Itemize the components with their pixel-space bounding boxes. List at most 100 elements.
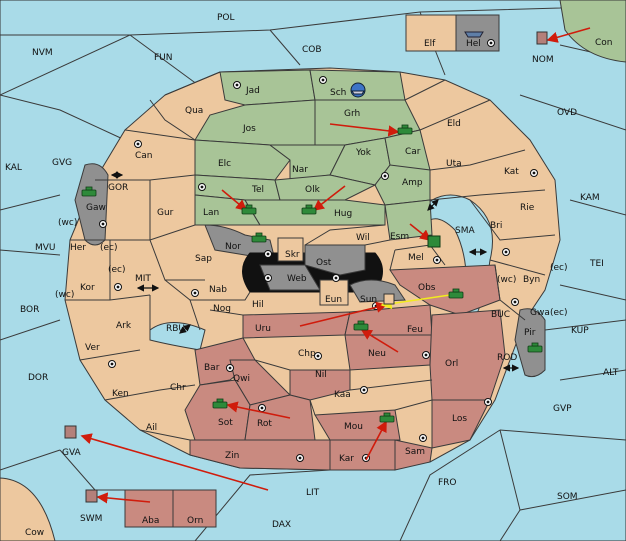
unit-sun-square[interactable] xyxy=(383,293,395,305)
label-kat: Kat xyxy=(504,167,519,177)
unit-fleet-swm[interactable] xyxy=(85,489,98,503)
label-kam: KAM xyxy=(580,193,600,203)
unit-army-mou[interactable] xyxy=(379,412,395,423)
unit-army-car[interactable] xyxy=(397,124,413,135)
label-sch: Sch xyxy=(330,88,346,98)
label-ec-gwa: (ec) xyxy=(550,308,568,318)
label-kaa: Kaa xyxy=(334,390,351,400)
label-con: Con xyxy=(595,38,613,48)
territory-neu[interactable] xyxy=(344,334,433,371)
territory-sam[interactable] xyxy=(394,439,433,471)
label-obs: Obs xyxy=(418,283,436,293)
unit-army-feu[interactable] xyxy=(353,320,369,331)
army-units xyxy=(81,124,543,423)
territory-ost[interactable] xyxy=(304,244,366,276)
unit-army-nor[interactable] xyxy=(251,232,267,243)
unit-army-obs[interactable] xyxy=(448,288,464,299)
label-sot: Sot xyxy=(218,418,233,428)
unit-army-mel-square[interactable] xyxy=(427,235,441,248)
unit-army-lan[interactable] xyxy=(241,204,257,215)
unit-fleet-gva[interactable] xyxy=(64,425,77,439)
label-web: Web xyxy=(287,274,307,284)
label-mvu: MVU xyxy=(35,243,56,253)
label-uru: Uru xyxy=(255,324,271,334)
label-bri: Bri xyxy=(490,221,502,231)
label-pir: Pir xyxy=(524,328,536,338)
label-eld: Eld xyxy=(447,119,461,129)
label-los: Los xyxy=(452,414,467,424)
label-skr: Skr xyxy=(285,250,300,260)
unit-army-pir[interactable] xyxy=(527,342,543,353)
label-nom: NOM xyxy=(532,55,554,65)
territory-pir[interactable] xyxy=(514,308,546,378)
fleet-units xyxy=(64,31,548,503)
label-olk: Olk xyxy=(305,185,321,195)
label-neu: Neu xyxy=(368,349,386,359)
label-uta: Uta xyxy=(446,159,462,169)
label-car: Car xyxy=(405,147,421,157)
label-ken: Ken xyxy=(112,389,129,399)
label-gvp: GVP xyxy=(553,404,572,414)
order-arrows xyxy=(80,27,591,504)
label-wc-gaw: (wc) xyxy=(58,218,77,228)
label-fun: FUN xyxy=(154,53,173,63)
unit-fleet-nom[interactable] xyxy=(536,31,548,45)
label-orn: Orn xyxy=(187,516,203,526)
label-hil: Hil xyxy=(252,300,264,310)
label-gvg: GVG xyxy=(52,158,72,168)
connection-markers xyxy=(110,171,520,372)
territory-elf[interactable] xyxy=(405,14,457,52)
territory-orl[interactable] xyxy=(429,309,506,401)
label-zin: Zin xyxy=(225,451,239,461)
unit-army-hug[interactable] xyxy=(301,204,317,215)
territory-aba[interactable] xyxy=(124,489,174,528)
label-wc-byn: (wc) xyxy=(497,275,516,285)
label-yok: Yok xyxy=(355,148,372,158)
label-hug: Hug xyxy=(334,209,352,219)
label-ost: Ost xyxy=(316,258,332,268)
label-lan: Lan xyxy=(203,208,219,218)
label-jos: Jos xyxy=(242,124,256,134)
label-byn: Byn xyxy=(523,275,540,285)
label-sap: Sap xyxy=(195,254,212,264)
label-nog: Nog xyxy=(213,304,231,314)
label-som: SOM xyxy=(557,492,578,502)
unit-fleet-sch[interactable] xyxy=(350,82,366,98)
label-jad: Jad xyxy=(245,86,260,96)
label-ec-kor: (ec) xyxy=(108,265,126,275)
label-sun: Sun xyxy=(360,295,377,305)
territory-los[interactable] xyxy=(431,399,491,449)
label-mel: Mel xyxy=(408,253,424,263)
unit-army-gaw[interactable] xyxy=(81,186,97,197)
label-pol: POL xyxy=(217,13,235,23)
label-lit: LIT xyxy=(306,488,320,498)
territory-skr[interactable] xyxy=(277,237,304,262)
label-gaw: Gaw xyxy=(86,203,106,213)
label-chp: Chp xyxy=(298,349,316,359)
territory-nil[interactable] xyxy=(289,369,351,401)
label-ec-byn: (ec) xyxy=(550,263,568,273)
label-dax: DAX xyxy=(272,520,291,530)
label-cow: Cow xyxy=(25,528,44,538)
label-alt: ALT xyxy=(603,368,619,378)
supply-centers xyxy=(99,39,538,462)
label-rbu: RBU xyxy=(166,324,185,334)
label-esm: Esm xyxy=(390,232,409,242)
label-qua: Qua xyxy=(185,106,203,116)
label-hel: Hel xyxy=(466,39,481,49)
label-elc: Elc xyxy=(218,159,231,169)
territory-orn[interactable] xyxy=(172,489,217,528)
label-qwi: Qwi xyxy=(233,374,250,384)
label-tel: Tel xyxy=(251,185,264,195)
territory-olk[interactable] xyxy=(274,174,377,201)
territory-zin[interactable] xyxy=(189,439,331,471)
label-mit: MIT xyxy=(135,274,151,284)
label-mou: Mou xyxy=(344,422,363,432)
territory-elc[interactable] xyxy=(194,139,291,181)
label-ovd: OVD xyxy=(557,108,577,118)
unit-army-sot[interactable] xyxy=(212,398,228,409)
label-elf: Elf xyxy=(424,39,436,49)
label-rie: Rie xyxy=(520,203,535,213)
unit-fleet-hel[interactable] xyxy=(464,31,484,38)
